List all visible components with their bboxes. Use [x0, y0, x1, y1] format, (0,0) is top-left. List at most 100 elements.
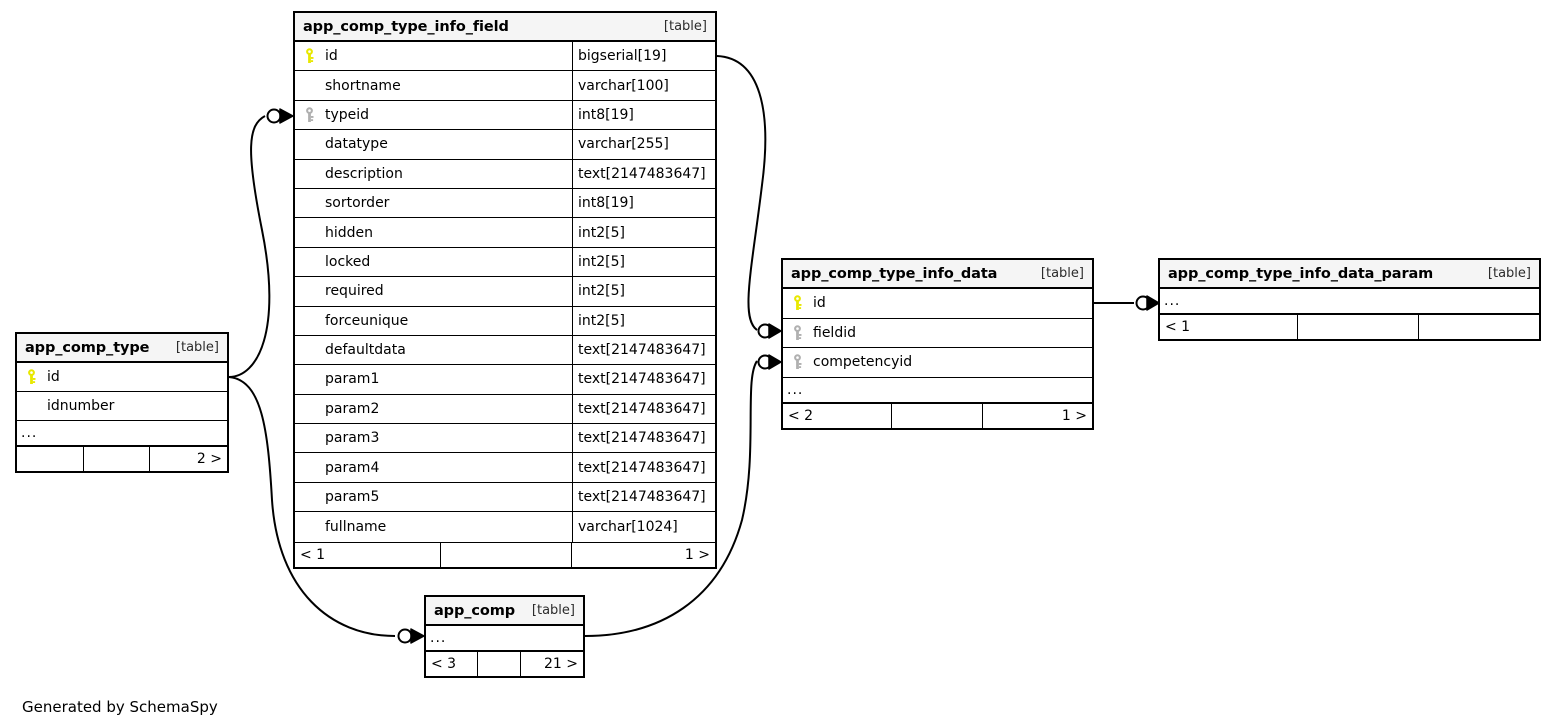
column-type: int2[5] — [572, 247, 715, 277]
table-row[interactable]: shortname varchar[100] — [295, 71, 715, 101]
column-name: locked — [325, 253, 371, 270]
table-app-comp[interactable]: app_comp [table] ... < 3 21 > — [424, 595, 585, 678]
column-type: int2[5] — [572, 306, 715, 335]
column-type: text[2147483647] — [572, 159, 715, 188]
column-name-cell: shortname — [295, 71, 572, 99]
edge-field-id-to-fieldid — [716, 55, 767, 331]
table-header: app_comp_type_info_field [table] — [295, 13, 715, 42]
table-row[interactable]: locked int2[5] — [295, 247, 715, 278]
column-type: bigserial[19] — [572, 42, 715, 71]
crowsfoot-marker — [768, 354, 782, 370]
more-columns-ellipsis: ... — [17, 421, 227, 446]
table-row[interactable]: typeid int8[19] — [295, 100, 715, 131]
footer-incoming-count: < 1 — [300, 546, 326, 563]
column-name-cell: typeid — [295, 101, 572, 129]
column-name-cell: id — [295, 42, 572, 70]
column-name: competencyid — [813, 354, 913, 371]
primary-key-icon — [21, 369, 41, 385]
column-list: ... — [426, 626, 583, 651]
column-name-cell: id — [783, 289, 1092, 318]
table-header: app_comp_type_info_data [table] — [783, 260, 1092, 289]
table-app-comp-type-info-data-param[interactable]: app_comp_type_info_data_param [table] ..… — [1158, 258, 1541, 341]
column-type: int8[19] — [572, 188, 715, 218]
table-kind-label: [table] — [663, 19, 707, 34]
table-title: app_comp_type — [25, 339, 150, 356]
table-title: app_comp_type_info_data_param — [1168, 265, 1434, 282]
table-footer: < 1 — [1160, 314, 1539, 339]
footer-outgoing-count — [1418, 315, 1539, 339]
column-list: ... — [1160, 289, 1539, 314]
foreign-key-icon — [299, 107, 319, 123]
table-footer: < 3 21 > — [426, 651, 583, 676]
table-row[interactable]: id — [783, 289, 1092, 319]
table-title: app_comp_type_info_data — [791, 265, 998, 282]
column-name-cell: required — [295, 277, 572, 305]
footer-outgoing-count: 1 > — [982, 403, 1092, 428]
footer-middle — [891, 403, 982, 428]
more-columns-ellipsis: ... — [426, 626, 583, 651]
table-row[interactable]: idnumber — [17, 392, 227, 421]
column-type: text[2147483647] — [572, 482, 715, 512]
foreign-key-icon — [787, 324, 807, 341]
column-name: forceunique — [325, 312, 409, 329]
table-row[interactable]: fieldid — [783, 319, 1092, 348]
column-type: int2[5] — [572, 277, 715, 306]
generated-by-credit: Generated by SchemaSpy — [22, 698, 218, 716]
footer-middle — [477, 652, 520, 676]
primary-key-icon — [787, 295, 807, 311]
table-title: app_comp — [434, 602, 516, 619]
table-header: app_comp_type [table] — [17, 334, 227, 363]
table-row[interactable]: competencyid — [783, 348, 1092, 378]
column-name: param4 — [325, 459, 380, 476]
table-header: app_comp_type_info_data_param [table] — [1160, 260, 1539, 289]
table-row[interactable]: forceunique int2[5] — [295, 306, 715, 336]
column-name-cell: param4 — [295, 453, 572, 481]
cardinality-zero-marker — [397, 628, 413, 644]
column-name-cell: param3 — [295, 424, 572, 452]
column-name-cell: locked — [295, 248, 572, 276]
column-name-cell: param2 — [295, 395, 572, 423]
table-row[interactable]: required int2[5] — [295, 277, 715, 307]
column-type: int8[19] — [572, 100, 715, 130]
footer-incoming-count — [17, 447, 83, 471]
column-name: required — [325, 283, 384, 300]
cardinality-zero-marker — [757, 323, 773, 339]
table-kind-label: [table] — [175, 340, 219, 355]
column-type: varchar[100] — [572, 71, 715, 100]
table-kind-label: [table] — [1487, 266, 1531, 281]
footer-outgoing-count: 21 > — [520, 652, 583, 676]
table-footer: < 1 1 > — [295, 541, 715, 567]
table-row[interactable]: id — [17, 363, 227, 392]
column-name: hidden — [325, 224, 374, 241]
column-name-cell: forceunique — [295, 307, 572, 335]
column-name: typeid — [325, 106, 370, 123]
edge-comptype-to-typeid — [228, 115, 271, 378]
table-footer: 2 > — [17, 446, 227, 471]
column-name: shortname — [325, 77, 401, 94]
footer-middle — [83, 447, 149, 471]
cardinality-zero-marker — [757, 354, 773, 370]
column-name: fullname — [325, 518, 387, 535]
table-kind-label: [table] — [1040, 266, 1084, 281]
footer-incoming-count: < 3 — [431, 656, 457, 672]
column-type: text[2147483647] — [572, 394, 715, 424]
table-title: app_comp_type_info_field — [303, 18, 509, 35]
column-name: param3 — [325, 430, 380, 447]
crowsfoot-marker — [410, 628, 425, 644]
